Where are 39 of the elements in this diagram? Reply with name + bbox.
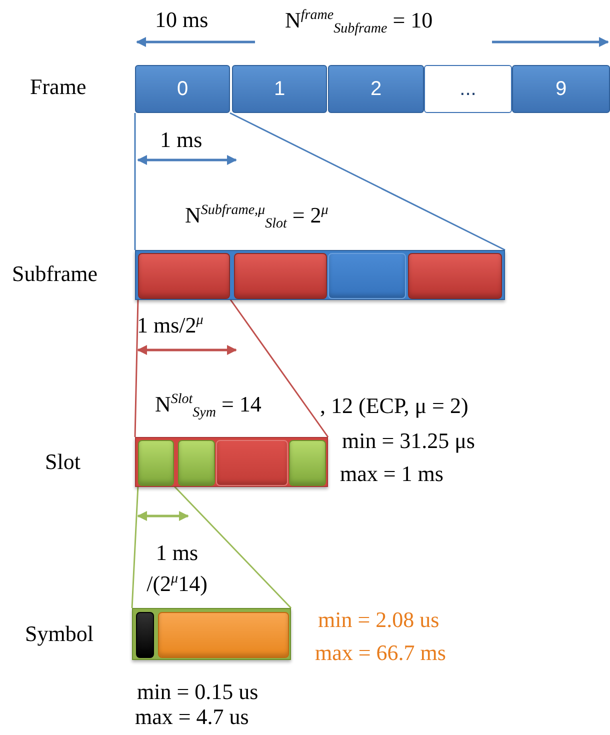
slot-block bbox=[408, 253, 502, 299]
duration-label: max = 1 ms bbox=[340, 462, 444, 486]
zoom-line bbox=[134, 298, 329, 438]
symbol-body-block bbox=[158, 612, 289, 658]
symbol-block bbox=[178, 440, 215, 486]
formula: N$^{Slot}$$_{Sym}$ = 14 bbox=[155, 392, 262, 422]
duration-label: min = 0.15 us bbox=[137, 680, 258, 704]
subframe-bar bbox=[135, 250, 505, 300]
duration-label: max = 4.7 us bbox=[135, 705, 249, 730]
symbol-block bbox=[138, 440, 174, 486]
subframe-cell: 0 bbox=[135, 65, 230, 113]
cyclic-prefix-block bbox=[136, 612, 154, 658]
duration-label: max = 66.7 ms bbox=[315, 641, 446, 666]
row-label: Subframe bbox=[12, 262, 98, 286]
symbol-block bbox=[289, 440, 326, 486]
duration-label: 1 ms/2$^{μ}$ bbox=[137, 313, 204, 338]
slot-bar bbox=[135, 437, 328, 487]
row-label: Slot bbox=[45, 450, 80, 474]
duration-label: 1 ms /(2$^{μ}$14) bbox=[146, 539, 208, 598]
formula: N$^{frame}$$_{Subframe}$ = 10 bbox=[285, 8, 433, 38]
subframe-cell: 2 bbox=[328, 65, 424, 113]
duration-label: 1 ms bbox=[160, 128, 202, 152]
zoom-line bbox=[131, 485, 292, 609]
slot-block bbox=[328, 253, 406, 299]
subframe-cell: ... bbox=[424, 65, 512, 113]
subframe-cell: 1 bbox=[232, 65, 327, 113]
row-label: Symbol bbox=[25, 622, 94, 646]
symbol-bar bbox=[132, 608, 291, 660]
formula: N$^{Subframe,μ}$$_{Slot}$ = 2$^{μ}$ bbox=[185, 203, 328, 232]
symbol-block bbox=[216, 440, 288, 486]
duration-label: min = 2.08 us bbox=[318, 608, 440, 632]
duration-label: 10 ms bbox=[155, 8, 208, 32]
duration-label: min = 31.25 μs bbox=[342, 429, 475, 454]
subframe-cell: 9 bbox=[512, 65, 610, 113]
slot-block bbox=[234, 253, 327, 299]
formula: , 12 (ECP, μ = 2) bbox=[320, 394, 468, 418]
row-label: Frame bbox=[30, 75, 86, 100]
zoom-line bbox=[134, 112, 506, 251]
slot-block bbox=[138, 253, 230, 299]
